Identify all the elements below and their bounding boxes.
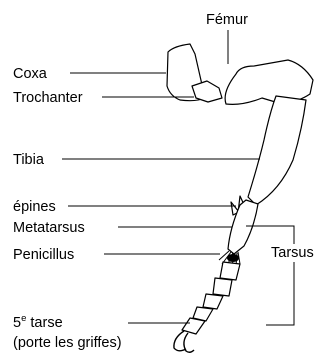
label-tibia: Tibia [13,152,45,168]
tibia-segment [248,96,306,205]
label-5e-number: 5 [13,315,21,331]
label-metatarsus: Metatarsus [13,220,85,236]
label-5e-rest: tarse [26,315,62,331]
label-trochanter: Trochanter [13,90,83,106]
tarsal-segment [213,278,232,296]
label-coxa: Coxa [13,66,48,82]
label-femur: Fémur [206,12,248,28]
fifth-tarsal-segment [182,318,205,334]
label-tarsus: Tarsus [271,245,314,261]
femur-segment [225,60,313,104]
tarsal-segment [220,262,240,280]
tarsus-bracket [246,226,294,325]
leg-drawing [167,44,313,352]
label-porte-les-griffes: (porte les griffes) [13,335,122,351]
tarsal-segment [203,294,223,309]
label-5e-tarse: 5e tarse [13,313,63,331]
label-penicillus: Penicillus [13,247,74,263]
claw [184,333,194,352]
label-epines: épines [13,199,56,215]
